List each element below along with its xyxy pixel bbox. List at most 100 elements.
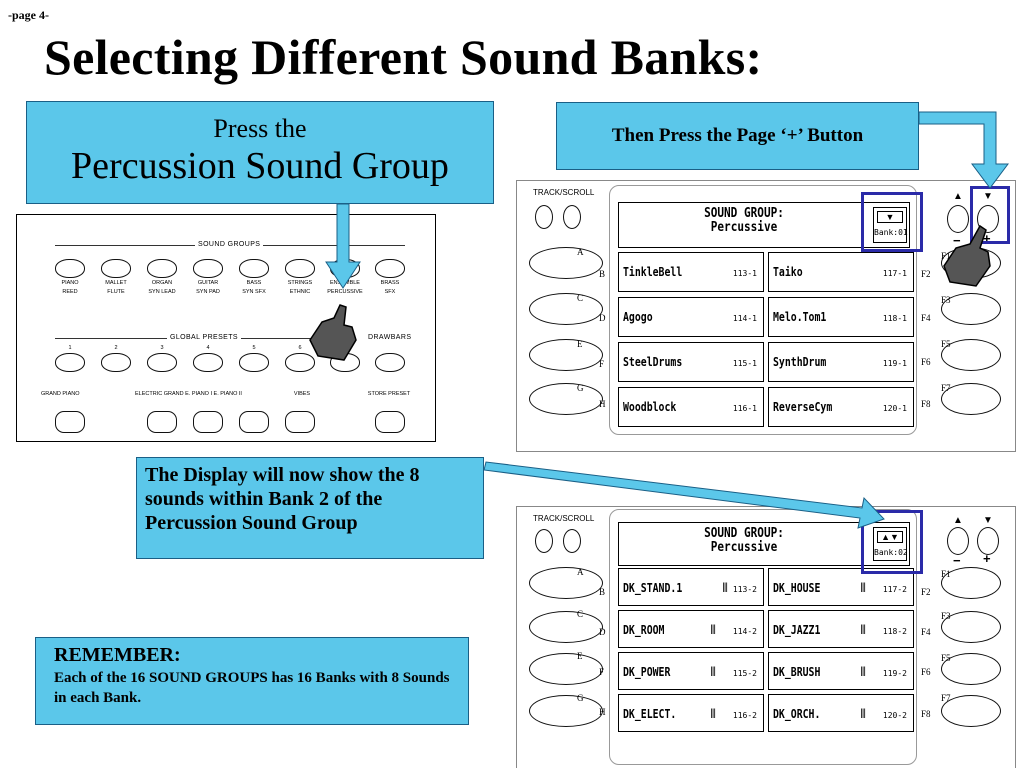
preset-button-3[interactable] xyxy=(147,353,177,372)
group-label: REED xyxy=(62,289,78,295)
sound-cell[interactable]: Taiko 117-1 xyxy=(768,252,914,292)
group-label: BRASS xyxy=(380,280,400,286)
remember-body: Each of the 16 SOUND GROUPS has 16 Banks… xyxy=(54,670,450,706)
sound-cell[interactable]: SynthDrum 119-1 xyxy=(768,342,914,382)
page-minus-button[interactable] xyxy=(947,205,969,233)
fn-label: F8 xyxy=(921,399,931,409)
track-scroll-left-button[interactable] xyxy=(535,205,553,229)
vibes-button[interactable] xyxy=(285,411,315,433)
sound-cell[interactable]: DK_ROOM ||| 114-2 xyxy=(618,610,764,648)
function-button-f3[interactable] xyxy=(941,293,1001,325)
sound-cell[interactable]: DK_ORCH. ||| 120-2 xyxy=(768,694,914,732)
group-button-3[interactable] xyxy=(147,259,177,278)
global-presets-label: GLOBAL PRESETS xyxy=(167,334,241,341)
preset-button-6[interactable] xyxy=(285,353,315,372)
letter-label: G xyxy=(577,383,584,393)
page-minus-button[interactable] xyxy=(947,527,969,555)
sound-number: 114-1 xyxy=(732,314,757,323)
epiano-2-button[interactable] xyxy=(239,411,269,433)
group-label: SYN SFX xyxy=(242,289,266,295)
sound-cell[interactable]: SteelDrums 115-1 xyxy=(618,342,764,382)
preset-button-5[interactable] xyxy=(239,353,269,372)
bank-highlight-box xyxy=(861,192,923,252)
group-button-6[interactable] xyxy=(285,259,315,278)
group-button-1[interactable] xyxy=(55,259,85,278)
page-number: -page 4- xyxy=(8,8,49,22)
group-button-4[interactable] xyxy=(193,259,223,278)
select-button-g[interactable] xyxy=(529,695,603,727)
track-scroll-right-button[interactable] xyxy=(563,529,581,553)
fn-label: F6 xyxy=(921,667,931,677)
sound-cell[interactable]: DK_BRUSH ||| 119-2 xyxy=(768,652,914,690)
function-button-f5[interactable] xyxy=(941,339,1001,371)
function-button-f1[interactable] xyxy=(941,567,1001,599)
track-scroll-left-button[interactable] xyxy=(535,529,553,553)
store-preset-label: STORE PRESET xyxy=(367,391,411,397)
drumkit-icon: ||| xyxy=(860,582,866,593)
track-scroll-right-button[interactable] xyxy=(563,205,581,229)
function-button-f3[interactable] xyxy=(941,611,1001,643)
letter-label: D xyxy=(599,313,606,323)
preset-button-1[interactable] xyxy=(55,353,85,372)
callout-page-plus-text: Then Press the Page ‘+’ Button xyxy=(611,125,864,146)
group-label: PIANO xyxy=(61,280,79,286)
group-button-2[interactable] xyxy=(101,259,131,278)
select-button-g[interactable] xyxy=(529,383,603,415)
function-button-f7[interactable] xyxy=(941,695,1001,727)
sound-cell[interactable]: Melo.Tom1 118-1 xyxy=(768,297,914,337)
grand-piano-button[interactable] xyxy=(55,411,85,433)
sound-cell[interactable]: DK_HOUSE ||| 117-2 xyxy=(768,568,914,606)
preset-button-7[interactable] xyxy=(330,353,360,372)
fn-label: F5 xyxy=(941,339,951,349)
sound-name: SynthDrum xyxy=(773,355,827,369)
select-button-a[interactable] xyxy=(529,247,603,279)
select-button-c[interactable] xyxy=(529,293,603,325)
sound-cell[interactable]: Agogo 114-1 xyxy=(618,297,764,337)
sound-cell[interactable]: DK_STAND.1 ||| 113-2 xyxy=(618,568,764,606)
select-button-a[interactable] xyxy=(529,567,603,599)
select-button-c[interactable] xyxy=(529,611,603,643)
sound-cell[interactable]: TinkleBell 113-1 xyxy=(618,252,764,292)
group-label-percussive: PERCUSSIVE xyxy=(327,289,363,295)
fn-label: F4 xyxy=(921,313,931,323)
group-label: SFX xyxy=(384,289,396,295)
sound-name: Woodblock xyxy=(623,400,677,414)
bank-arrows-icon: ▼ xyxy=(877,211,903,223)
plus-label: + xyxy=(983,551,991,566)
bank-indicator: ▲▼ Bank:02 xyxy=(873,527,908,561)
sound-name: Melo.Tom1 xyxy=(773,310,827,324)
group-button-8[interactable] xyxy=(375,259,405,278)
group-button-percussive[interactable] xyxy=(330,259,360,278)
preset-button-2[interactable] xyxy=(101,353,131,372)
function-button-f7[interactable] xyxy=(941,383,1001,415)
select-button-e[interactable] xyxy=(529,339,603,371)
sound-groups-label: SOUND GROUPS xyxy=(195,241,264,248)
letter-label: H xyxy=(599,399,606,409)
group-label: SYN LEAD xyxy=(148,289,176,295)
group-button-5[interactable] xyxy=(239,259,269,278)
page-plus-arrow-icon: ▼ xyxy=(983,191,993,202)
sound-cell[interactable]: DK_JAZZ1 ||| 118-2 xyxy=(768,610,914,648)
sound-number: 116-2 xyxy=(732,711,757,720)
group-label: SYN PAD xyxy=(196,289,220,295)
vibes-label: VIBES xyxy=(293,391,311,397)
sound-cell[interactable]: Woodblock 116-1 xyxy=(618,387,764,427)
fn-label: F8 xyxy=(921,709,931,719)
store-preset-button[interactable] xyxy=(375,411,405,433)
letter-label: G xyxy=(577,693,584,703)
sound-cell[interactable]: ReverseCym 120-1 xyxy=(768,387,914,427)
letter-label: F xyxy=(599,359,605,369)
callout-line-2: Percussion Sound Group xyxy=(71,145,449,187)
page-plus-button[interactable] xyxy=(977,527,999,555)
preset-button-4[interactable] xyxy=(193,353,223,372)
epiano-1-button[interactable] xyxy=(193,411,223,433)
select-button-e[interactable] xyxy=(529,653,603,685)
drumkit-icon: ||| xyxy=(860,624,866,635)
electric-grand-button[interactable] xyxy=(147,411,177,433)
sound-cell[interactable]: DK_ELECT. ||| 116-2 xyxy=(618,694,764,732)
page-minus-arrow-icon: ▲ xyxy=(953,191,963,202)
drawbars-button[interactable] xyxy=(375,353,405,372)
function-button-f5[interactable] xyxy=(941,653,1001,685)
sound-name: DK_ROOM xyxy=(623,623,665,637)
sound-cell[interactable]: DK_POWER ||| 115-2 xyxy=(618,652,764,690)
